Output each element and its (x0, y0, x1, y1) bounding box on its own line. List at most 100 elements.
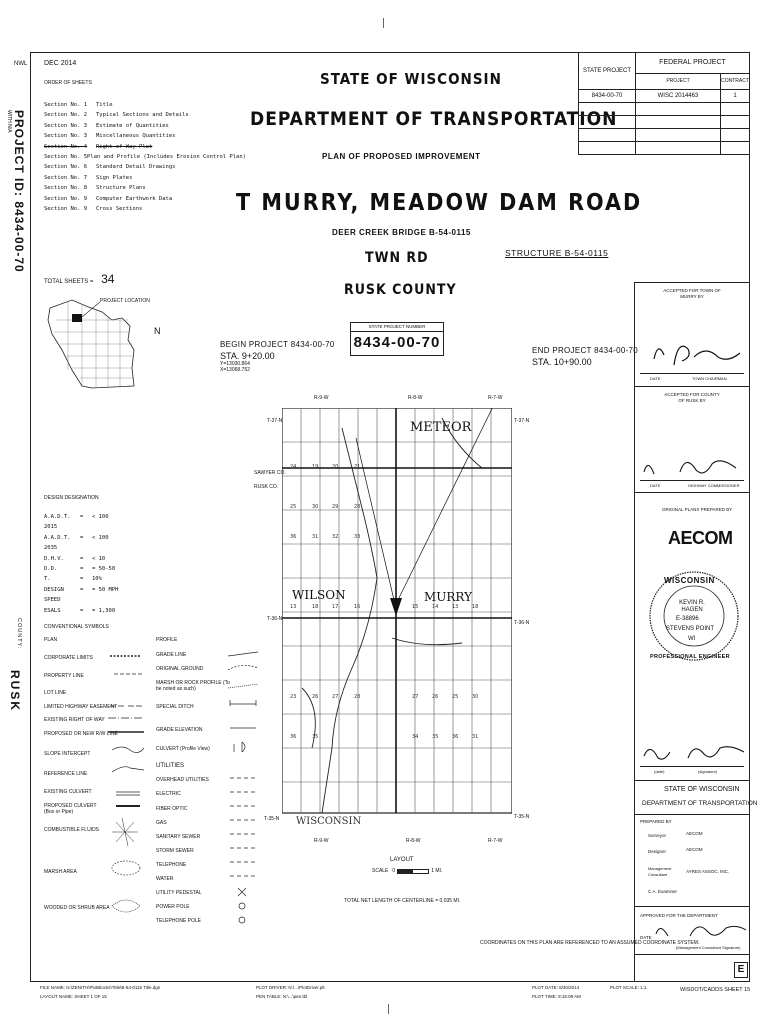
town-date-label: DATE (650, 376, 661, 381)
svg-text:30: 30 (472, 694, 478, 700)
design-table: A.A.D.T. 2015=< 100 A.A.D.T. 2035=< 100 … (44, 514, 119, 614)
sw-state: STATE OF WISCONSIN (664, 786, 740, 793)
sym-corporate-limits: CORPORATE LIMITS (44, 655, 93, 661)
layout-name: LAYOUT NAME: SHEET 1 OF 15 (40, 994, 107, 999)
project-col: PROJECT (635, 72, 721, 91)
sym-slope-intercept: SLOPE INTERCEPT (44, 751, 91, 757)
sym-proposed-row: PROPOSED OR NEW R/W LINE (44, 731, 118, 737)
seal-state: WISCONSIN (664, 576, 715, 585)
prof-power-pole: POWER POLE (156, 904, 190, 910)
sym-combustible: COMBUSTIBLE FLUIDS (44, 827, 100, 833)
state-project-value: 8434-00-70 (578, 89, 636, 103)
sw-dept: DEPARTMENT OF TRANSPORTATION (642, 800, 758, 807)
county-sig-line (640, 480, 744, 481)
svg-text:31: 31 (312, 534, 318, 540)
map-label-t35n-l: T-35-N (264, 816, 280, 822)
rusk-county: RUSK COUNTY (344, 282, 457, 298)
map-label-r8w-top: R-8-W (408, 395, 423, 401)
prof-gas: GAS (156, 820, 167, 826)
sym-proposed-culvert: PROPOSED CULVERT (Box or Pipe) (44, 803, 97, 815)
nwl-label: NWL (14, 61, 28, 67)
coordinates-note: COORDINATES ON THIS PLAN ARE REFERENCED … (480, 940, 700, 946)
right-line-6 (634, 954, 750, 955)
project-name: T MURRY, MEADOW DAM ROAD (236, 190, 643, 216)
county-date-label: DATE (650, 483, 661, 488)
accepted-county: ACCEPTED FOR COUNTY OF RUSK BY (664, 392, 720, 403)
svg-text:27: 27 (412, 694, 418, 700)
right-line-5 (634, 906, 750, 907)
mgmt-signature-label: (Management Consultant Signature) (676, 945, 741, 950)
engineer-signature (643, 746, 745, 760)
svg-text:14: 14 (432, 604, 438, 610)
svg-text:21: 21 (354, 464, 360, 470)
project-marker (390, 598, 402, 616)
prof-overhead: OVERHEAD UTILITIES (156, 777, 209, 783)
scale-bar: SCALE 0 1 MI. (372, 868, 443, 874)
north-arrow: N (154, 326, 161, 336)
svg-text:35: 35 (312, 734, 318, 740)
right-line-4 (634, 814, 750, 815)
town-chairman-label: TOWN CHAIRMAN (692, 376, 727, 381)
svg-text:18: 18 (312, 604, 318, 610)
map-label-meteor: METEOR (410, 420, 472, 435)
project-location-label: PROJECT LOCATION (100, 298, 150, 304)
svg-text:26: 26 (312, 694, 318, 700)
svg-text:27: 27 (332, 694, 338, 700)
plot-driver: PLOT DRIVER: N:\...\PlotDriver.plt (256, 985, 325, 990)
design-designation-title: DESIGN DESIGNATION (44, 495, 99, 501)
sym-lot-line: LOT LINE (44, 690, 67, 696)
letter-e-box: E (734, 962, 748, 978)
state-project-header: STATE PROJECT (578, 52, 636, 90)
structure-label: STRUCTURE B-54-0115 (505, 248, 609, 258)
svg-text:36: 36 (290, 734, 296, 740)
scale-line (397, 869, 430, 874)
svg-text:20: 20 (332, 464, 338, 470)
end-project: END PROJECT 8434-00-70 STA. 10+90.00 (532, 346, 639, 367)
prepared-by: PREPARED BY (640, 819, 672, 824)
map-label-r9w-bottom: R-9-W (314, 838, 329, 844)
project-arrow-end (395, 408, 493, 605)
approved-label: APPROVED FOR THE DEPARTMENT (640, 913, 718, 918)
map-label-t36n-r: T-36-N (514, 620, 530, 626)
engineer-date-label: (date) (654, 769, 665, 774)
right-line-1 (634, 386, 750, 387)
sym-property-line: PROPERTY LINE (44, 673, 84, 679)
aecom-logo: AECOM (668, 528, 733, 548)
prof-telephone-pole: TELEPHONE POLE (156, 918, 202, 924)
prof-culvert: CULVERT (Profile View) (156, 746, 210, 752)
layout-label: LAYOUT (390, 857, 414, 863)
total-net-length: TOTAL NET LENGTH OF CENTERLINE = 0.035 M… (344, 898, 461, 904)
prof-fiber: FIBER OPTIC (156, 806, 188, 812)
plan-symbol-graphics (108, 655, 145, 913)
sheet-label: WISDOT/CADDS SHEET 15 (680, 987, 751, 993)
svg-text:29: 29 (332, 504, 338, 510)
seal-number: E-38896 (676, 616, 699, 622)
svg-text:25: 25 (452, 694, 458, 700)
map-label-r7w-bottom: R-7-W (488, 838, 503, 844)
prof-electric: ELECTRIC (156, 791, 181, 797)
federal-project-header: FEDERAL PROJECT (635, 52, 750, 74)
svg-text:18: 18 (472, 604, 478, 610)
prof-water: WATER (156, 876, 174, 882)
svg-text:35: 35 (432, 734, 438, 740)
svg-text:28: 28 (354, 694, 360, 700)
twn-rd: TWN RD (365, 250, 429, 266)
plan-of-improvement: PLAN OF PROPOSED IMPROVEMENT (322, 152, 481, 161)
svg-text:28: 28 (354, 504, 360, 510)
right-column-divider (634, 282, 635, 982)
map-label-t35n-r: T-35-N (514, 814, 530, 820)
svg-text:32: 32 (332, 534, 338, 540)
sym-existing-row: EXISTING RIGHT OF WAY (44, 717, 105, 723)
surveyor-value: AECOM (686, 831, 703, 836)
map-label-sawyer: SAWYER CO. (254, 470, 286, 476)
